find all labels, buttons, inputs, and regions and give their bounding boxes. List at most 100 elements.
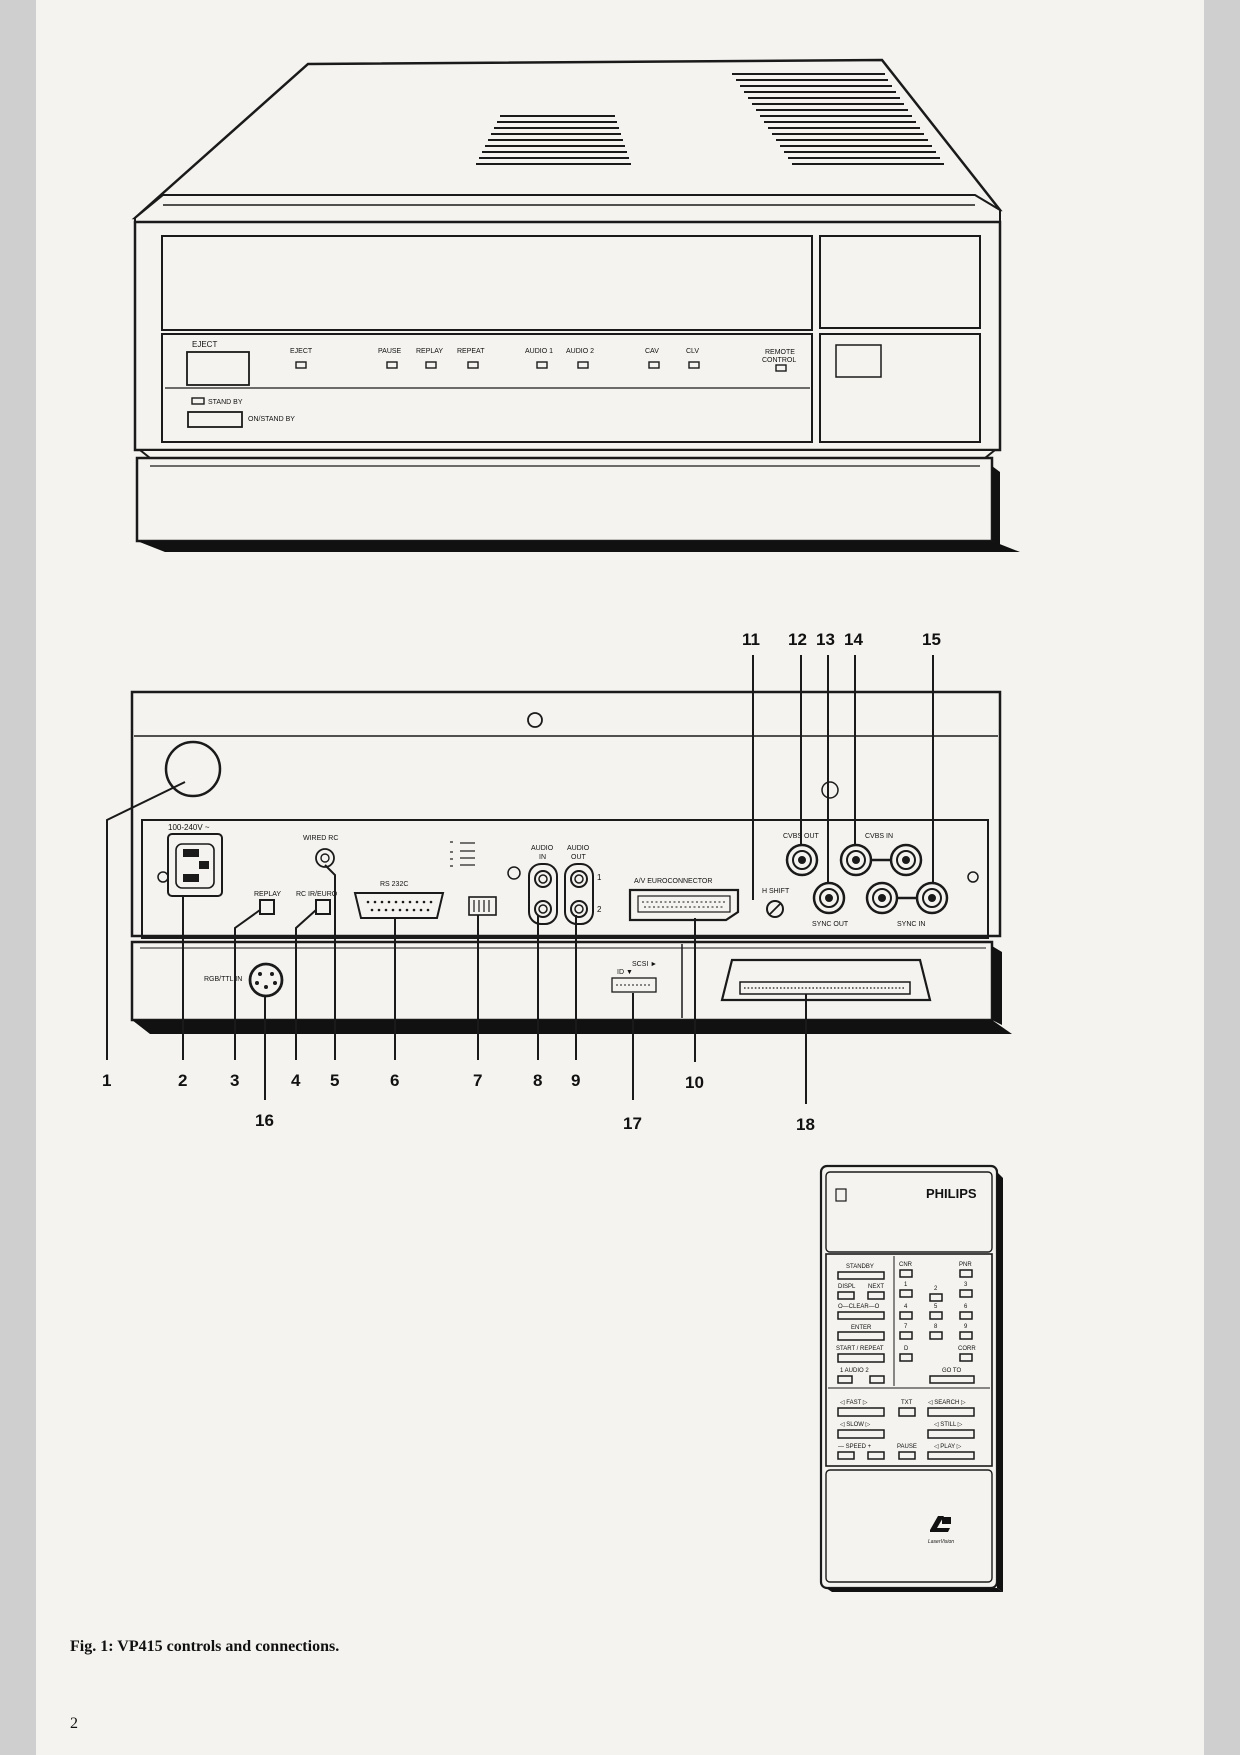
callout-4: 4 bbox=[291, 1071, 301, 1090]
remote-speed-plus-button[interactable] bbox=[867, 1451, 885, 1460]
remote-next-button[interactable] bbox=[867, 1291, 885, 1300]
callout-3: 3 bbox=[230, 1071, 239, 1090]
indicator-eject-label: EJECT bbox=[290, 348, 313, 355]
h-shift-trimmer bbox=[766, 900, 784, 918]
remote-start-repeat-label: START / REPEAT bbox=[836, 1346, 884, 1352]
remote-displ-label: DISPL bbox=[838, 1284, 856, 1290]
callout-1: 1 bbox=[102, 1071, 111, 1090]
front-eject-button-label: EJECT bbox=[192, 340, 217, 349]
remote-pnr-label: PNR bbox=[959, 1262, 972, 1268]
remote-digit-3-label: 3 bbox=[964, 1282, 968, 1288]
remote-goto-button[interactable] bbox=[929, 1375, 975, 1384]
remote-txt-button[interactable] bbox=[898, 1407, 916, 1417]
remote-next-label: NEXT bbox=[868, 1284, 884, 1290]
remote-control: PHILIPS LaserVision bbox=[819, 1164, 1003, 1592]
remote-standby-button[interactable] bbox=[837, 1271, 885, 1280]
mains-label: 100-240V ~ bbox=[168, 823, 210, 832]
remote-digit-5-label: 5 bbox=[934, 1304, 938, 1310]
callout-10: 10 bbox=[685, 1073, 704, 1092]
indicator-remote-label-2: CONTROL bbox=[762, 357, 796, 364]
remote-corr-label: CORR bbox=[958, 1346, 976, 1352]
audio-out-label-1: AUDIO bbox=[567, 845, 590, 852]
remote-digit-2[interactable] bbox=[929, 1293, 943, 1302]
remote-goto-label: GO TO bbox=[942, 1368, 961, 1374]
remote-pause-label: PAUSE bbox=[897, 1444, 917, 1450]
remote-digit-5[interactable] bbox=[929, 1311, 943, 1320]
h-shift-label: H SHIFT bbox=[762, 888, 790, 895]
remote-digit-9-label: 9 bbox=[964, 1324, 968, 1330]
wired-rc-label: WIRED RC bbox=[303, 835, 338, 842]
callout-16: 16 bbox=[255, 1111, 274, 1130]
indicator-pause-label: PAUSE bbox=[378, 348, 402, 355]
remote-enter-button[interactable] bbox=[837, 1331, 885, 1341]
remote-brand: PHILIPS bbox=[926, 1186, 977, 1201]
remote-search-button[interactable] bbox=[927, 1407, 975, 1417]
remote-clear-button[interactable] bbox=[837, 1311, 885, 1320]
remote-digit-7[interactable] bbox=[899, 1331, 913, 1340]
callout-6: 6 bbox=[390, 1071, 399, 1090]
audio-in-label-1: AUDIO bbox=[531, 845, 554, 852]
indicator-audio1-label: AUDIO 1 bbox=[525, 348, 553, 355]
remote-still-button[interactable] bbox=[927, 1429, 975, 1439]
callout-8: 8 bbox=[533, 1071, 542, 1090]
remote-audio1-button[interactable] bbox=[837, 1375, 853, 1384]
euroconnector bbox=[628, 888, 740, 922]
remote-pause-button[interactable] bbox=[898, 1451, 916, 1460]
remote-search-label: ◁ SEARCH ▷ bbox=[928, 1400, 966, 1406]
remote-slow-button[interactable] bbox=[837, 1429, 885, 1439]
rc-ir-euro-socket bbox=[315, 899, 331, 915]
audio-in-jacks bbox=[528, 863, 558, 925]
remote-digit-9[interactable] bbox=[959, 1331, 973, 1340]
remote-still-label: ◁ STILL ▷ bbox=[934, 1422, 963, 1428]
fan-opening bbox=[164, 740, 222, 798]
front-standby-label: STAND BY bbox=[208, 399, 243, 406]
remote-digit-8[interactable] bbox=[929, 1331, 943, 1340]
indicator-remote-label-1: REMOTE bbox=[765, 349, 795, 356]
cvbs-in-label: CVBS IN bbox=[865, 833, 893, 840]
callout-11: 11 bbox=[742, 630, 760, 649]
remote-digit-7-label: 7 bbox=[904, 1324, 908, 1330]
audio-channel-1-label: 1 bbox=[597, 873, 602, 882]
rc-ir-euro-label: RC IR/EURO bbox=[296, 891, 338, 898]
remote-start-repeat-button[interactable] bbox=[837, 1353, 885, 1363]
remote-displ-button[interactable] bbox=[837, 1291, 855, 1300]
remote-speed-label: — SPEED + bbox=[838, 1444, 872, 1450]
replay-socket bbox=[259, 899, 275, 915]
remote-speed-minus-button[interactable] bbox=[837, 1451, 855, 1460]
callout-12: 12 bbox=[788, 630, 807, 649]
remote-digit-4-label: 4 bbox=[904, 1304, 908, 1310]
remote-txt-label: TXT bbox=[901, 1400, 913, 1406]
scsi-label: SCSI ► bbox=[632, 961, 657, 968]
audio-channel-2-label: 2 bbox=[597, 905, 602, 914]
remote-digit-1-label: 1 bbox=[904, 1282, 908, 1288]
indicator-cav-label: CAV bbox=[645, 348, 659, 355]
remote-play-button[interactable] bbox=[927, 1451, 975, 1460]
remote-cnr-button[interactable] bbox=[899, 1269, 913, 1278]
remote-digit-6[interactable] bbox=[959, 1311, 973, 1320]
remote-fast-button[interactable] bbox=[837, 1407, 885, 1417]
laservision-logo: LaserVision bbox=[928, 1516, 954, 1545]
euroconnector-label: A/V EUROCONNECTOR bbox=[634, 878, 712, 885]
remote-slow-label: ◁ SLOW ▷ bbox=[840, 1422, 871, 1428]
remote-play-label: ◁ PLAY ▷ bbox=[934, 1444, 962, 1450]
callout-15: 15 bbox=[922, 630, 941, 649]
remote-digit-1[interactable] bbox=[899, 1289, 913, 1298]
rgb-ttl-label: RGB/TTL IN bbox=[204, 976, 242, 983]
scsi-id-switch bbox=[611, 977, 657, 993]
callout-13: 13 bbox=[816, 630, 835, 649]
remote-audio2-button[interactable] bbox=[869, 1375, 885, 1384]
remote-digit-3[interactable] bbox=[959, 1289, 973, 1298]
remote-digit-6-label: 6 bbox=[964, 1304, 968, 1310]
remote-digit-4[interactable] bbox=[899, 1311, 913, 1320]
rear-view: 100-240V ~ REPLAY RC IR/EURO WIRED RC RS… bbox=[130, 690, 1012, 1034]
page-number: 2 bbox=[70, 1715, 78, 1732]
remote-pnr-button[interactable] bbox=[959, 1269, 973, 1278]
remote-corr-button[interactable] bbox=[959, 1353, 973, 1362]
remote-d-label: D bbox=[904, 1346, 909, 1352]
remote-d-button[interactable] bbox=[899, 1353, 913, 1362]
front-view: EJECT STAND BY ON/STAND BY EJECT PAUSE bbox=[131, 58, 1020, 552]
remote-audio-label: 1 AUDIO 2 bbox=[840, 1368, 869, 1374]
remote-digit-8-label: 8 bbox=[934, 1324, 938, 1330]
